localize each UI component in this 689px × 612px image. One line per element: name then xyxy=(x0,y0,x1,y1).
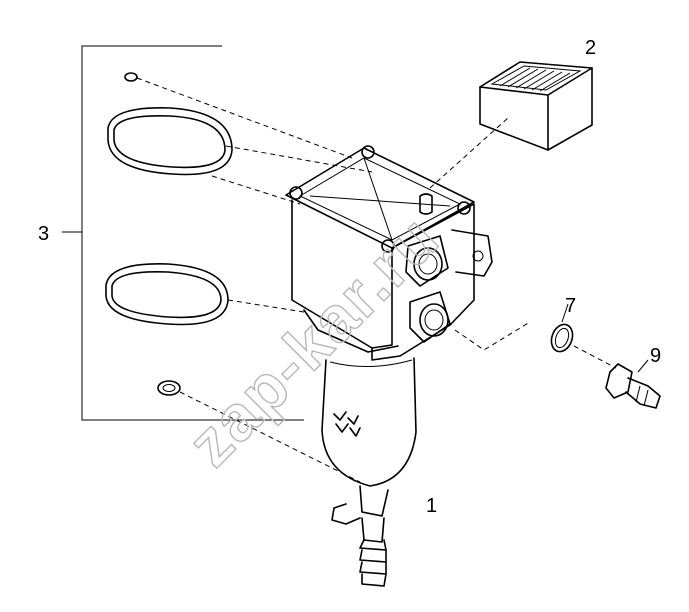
large-gasket-lower xyxy=(105,263,229,326)
small-o-ring-top xyxy=(124,72,138,82)
leader-lines xyxy=(136,77,617,483)
callout-part-2: 2 xyxy=(585,37,596,59)
callout-part-9: 9 xyxy=(650,345,661,367)
callout-part-1: 1 xyxy=(426,495,437,517)
connector-fitting-9 xyxy=(605,363,661,409)
filter-element-cartridge xyxy=(479,61,593,151)
watermark-text: zap-kar.ru xyxy=(174,201,453,480)
seal-kit-bracket xyxy=(62,45,304,421)
callout-part-3: 3 xyxy=(38,223,49,245)
large-gasket-upper xyxy=(107,107,233,176)
drain-valve xyxy=(331,485,389,587)
callout-part-7: 7 xyxy=(565,295,576,317)
filter-bowl xyxy=(321,357,417,487)
seal-ring-7 xyxy=(550,323,574,353)
callout-leaders xyxy=(561,303,649,373)
small-o-ring-bottom xyxy=(157,380,181,396)
filter-head-housing xyxy=(285,145,493,361)
